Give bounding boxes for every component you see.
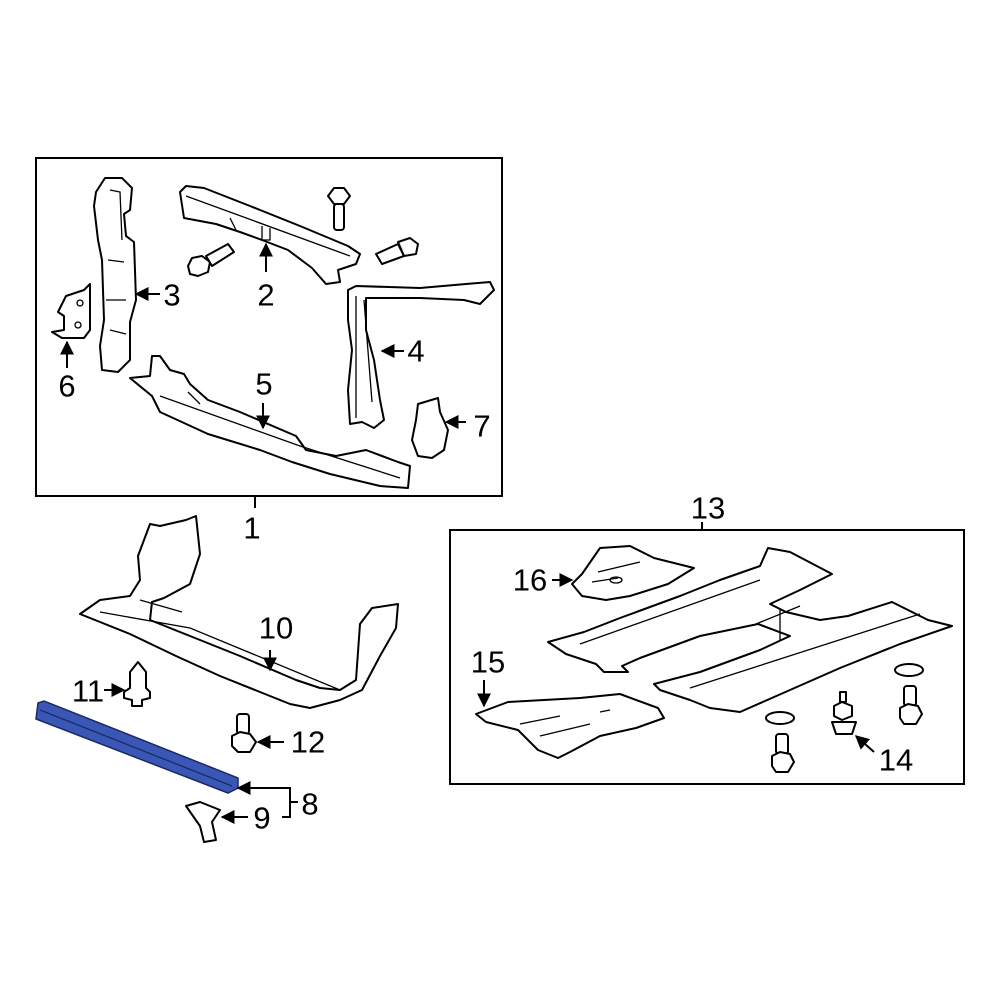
part-12-bolt[interactable] <box>231 713 257 753</box>
callout-11[interactable]: 11 <box>71 673 105 709</box>
bolt-left[interactable] <box>187 243 235 277</box>
callout-3[interactable]: 3 <box>163 277 181 313</box>
group-box-radiator-support <box>35 157 503 497</box>
part-10-splash-shield[interactable] <box>79 515 399 709</box>
part-9-clip[interactable] <box>185 801 221 843</box>
part-2-upper-tie-bar[interactable] <box>179 185 361 285</box>
callout-14[interactable]: 14 <box>878 742 914 778</box>
callout-9[interactable]: 9 <box>253 800 271 836</box>
callout-13[interactable]: 13 <box>690 490 726 526</box>
callout-1[interactable]: 1 <box>243 510 261 546</box>
part-6-bracket[interactable] <box>51 283 91 339</box>
callout-5[interactable]: 5 <box>255 366 273 402</box>
part-16-cover-plate[interactable] <box>571 545 695 601</box>
part-3-side-bracket-left[interactable] <box>93 177 137 373</box>
callout-12[interactable]: 12 <box>290 724 326 760</box>
callout-10[interactable]: 10 <box>258 610 294 646</box>
callout-4[interactable]: 4 <box>407 333 425 369</box>
callout-15[interactable]: 15 <box>470 644 506 680</box>
bolt-right[interactable] <box>375 237 419 265</box>
callout-8[interactable]: 8 <box>301 786 319 822</box>
part-4-side-bracket-right[interactable] <box>347 281 495 429</box>
callout-6[interactable]: 6 <box>58 368 76 404</box>
callout-7[interactable]: 7 <box>473 408 491 444</box>
group-box-under-cover <box>449 529 965 785</box>
part-11-push-clip[interactable] <box>123 661 151 707</box>
callout-16[interactable]: 16 <box>512 562 548 598</box>
bolt-upper[interactable] <box>327 187 351 231</box>
part-15-cover-plate[interactable] <box>475 693 665 759</box>
part-5-lower-tie-bar[interactable] <box>129 355 411 489</box>
under-cover-main[interactable] <box>547 547 953 713</box>
callout-2[interactable]: 2 <box>257 277 275 313</box>
part-7-bracket[interactable] <box>411 397 449 459</box>
part-14-clip-nut[interactable] <box>831 691 857 735</box>
part-8-seal-highlighted[interactable] <box>35 700 239 794</box>
part-14-washer-bolt-right[interactable] <box>894 663 924 725</box>
part-14-washer-bolt-left[interactable] <box>765 711 795 773</box>
